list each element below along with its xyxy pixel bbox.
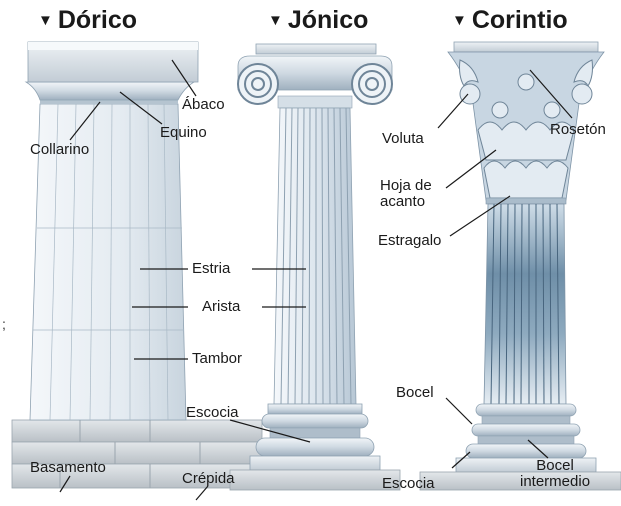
heading-ionic: ▼Jónico	[268, 6, 369, 34]
leader-lines	[59, 59, 573, 501]
label-arista: Arista	[202, 298, 241, 315]
label-bocel: Bocel	[396, 384, 434, 401]
label-abaco: Ábaco	[182, 96, 225, 113]
label-tambor: Tambor	[192, 350, 243, 367]
label-voluta: Voluta	[382, 130, 424, 147]
triangle-down-icon: ▼	[38, 12, 53, 29]
corinthian-column	[419, 41, 621, 491]
label-estria: Estria	[192, 260, 231, 277]
heading-doric: ▼Dórico	[38, 6, 138, 34]
label-roseton: Rosetón	[550, 121, 606, 138]
label-escocia-ionic: Escocia	[186, 404, 239, 421]
doric-column	[11, 41, 303, 489]
label-estragalo: Estragalo	[378, 232, 442, 249]
triangle-down-icon: ▼	[452, 12, 467, 29]
ionic-column	[229, 43, 401, 491]
triangle-down-icon: ▼	[268, 12, 283, 29]
label-collarino: Collarino	[30, 141, 90, 158]
stray-mark: ;	[2, 316, 6, 332]
label-crepida: Crépida	[182, 470, 235, 487]
label-equino: Equino	[160, 124, 207, 141]
label-hoja-de-acanto: Hoja de acanto	[380, 177, 432, 210]
label-bocel-intermedio: Bocel intermedio	[520, 457, 591, 490]
label-basamento: Basamento	[30, 459, 106, 476]
label-escocia-corinthian: Escocia	[382, 475, 435, 492]
heading-corinthian: ▼Corintio	[452, 6, 568, 34]
